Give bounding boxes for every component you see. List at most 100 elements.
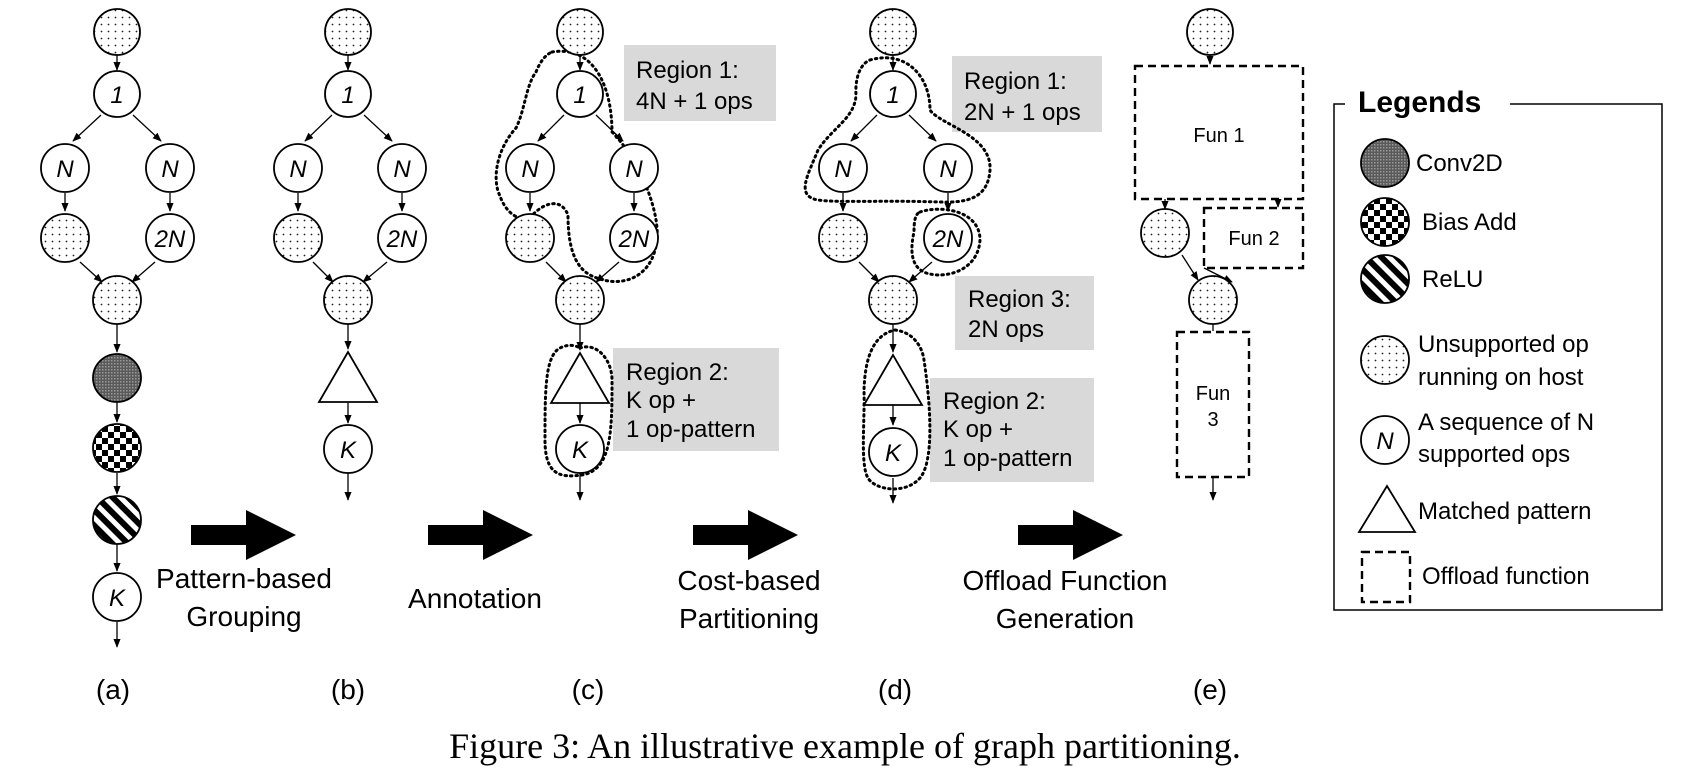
legend-sequence-line1: A sequence of N (1418, 409, 1594, 436)
node-label: 2N (386, 226, 418, 253)
step-label-annotation: Annotation (408, 583, 542, 614)
op-node-k (92, 572, 142, 622)
op-node-2n (377, 213, 427, 263)
region2-box (613, 348, 779, 451)
op-node-n (609, 143, 659, 193)
op-node-k (868, 427, 918, 477)
region1-ops: 2N + 1 ops (964, 99, 1081, 126)
step-arrow-partitioning (693, 510, 798, 560)
unsupported-op-node (505, 213, 555, 263)
node-label: N (56, 156, 74, 183)
step-labels: Pattern-based Grouping Annotation Cost-b… (156, 563, 1167, 634)
node-label: N (161, 156, 179, 183)
node-label: N (289, 156, 307, 183)
op-node-k (555, 424, 605, 474)
step-label-grouping-line2: Grouping (186, 601, 301, 632)
legend-unsupported-line2: running on host (1418, 364, 1584, 391)
bias-add-legend-icon (1360, 197, 1410, 247)
op-node-2n (609, 213, 659, 263)
region1-outline (803, 56, 992, 204)
region2-line2: 1 op-pattern (626, 416, 755, 443)
step-label-generation-line2: Generation (996, 603, 1135, 634)
legend-bias-add: Bias Add (1422, 209, 1517, 236)
fun3-label-line1: Fun (1196, 383, 1230, 405)
region2-line1: K op + (626, 387, 696, 414)
region1-title: Region 1: (636, 57, 739, 84)
legend-sequence-line2: supported ops (1418, 441, 1570, 468)
unsupported-op-node (1186, 8, 1234, 56)
offload-function-2 (1202, 206, 1305, 270)
panel-label-b: (b) (331, 674, 365, 705)
region1-box (624, 45, 776, 121)
bias-add-node (92, 423, 142, 473)
unsupported-op-node (1188, 275, 1238, 325)
panel-c-graph: Region 1: 4N + 1 ops Region 2: K op + 1 … (494, 8, 779, 501)
relu-node (92, 495, 142, 545)
node-label: 1 (573, 82, 586, 109)
legend-frame (1333, 103, 1663, 611)
legend-relu: ReLU (1422, 266, 1483, 293)
fun3-label-line2: 3 (1207, 409, 1218, 431)
region1-title: Region 1: (964, 68, 1067, 95)
node-label: 1 (341, 82, 354, 109)
fun2-label: Fun 2 (1228, 228, 1279, 250)
matched-pattern-triangle (862, 353, 924, 406)
unsupported-op-legend-icon (1360, 335, 1410, 385)
matched-pattern-legend-icon (1357, 484, 1417, 533)
legend-icon-label: N (1376, 428, 1394, 455)
legend-offload-function: Offload function (1422, 563, 1590, 590)
step-label-partitioning-line1: Cost-based (677, 565, 820, 596)
op-node-n (377, 143, 427, 193)
panel-a-graph: 1 N N 2N K (40, 8, 195, 648)
op-node-n (145, 143, 195, 193)
conv2d-legend-icon (1360, 138, 1410, 188)
fun1-label: Fun 1 (1193, 125, 1244, 147)
panel-label-c: (c) (572, 674, 605, 705)
panel-label-a: (a) (96, 674, 130, 705)
node-label: N (834, 156, 852, 183)
legend-conv2d: Conv2D (1416, 150, 1503, 177)
step-label-generation-line1: Offload Function (963, 565, 1168, 596)
region1-ops: 4N + 1 ops (636, 88, 753, 115)
node-label: 2N (932, 226, 964, 253)
panel-d-graph: Region 1: 2N + 1 ops Region 3: 2N ops Re… (803, 8, 1102, 504)
unsupported-op-node (818, 213, 868, 263)
node-label: N (521, 156, 539, 183)
region2-line1: K op + (943, 416, 1013, 443)
region2-box (930, 378, 1094, 482)
unsupported-op-node (273, 213, 323, 263)
op-node-n (818, 143, 868, 193)
unsupported-op-node (323, 275, 373, 325)
region2-title: Region 2: (626, 359, 729, 386)
legend-matched-pattern: Matched pattern (1418, 498, 1591, 525)
panel-e-graph: Fun 1 Fun 2 Fun 3 (1133, 8, 1305, 501)
step-arrows (191, 510, 1123, 560)
relu-legend-icon (1360, 254, 1410, 304)
unsupported-op-node (868, 275, 918, 325)
op-node-k (323, 424, 373, 474)
sequence-legend-icon (1360, 415, 1410, 465)
unsupported-op-node (93, 8, 141, 56)
region2-outline (861, 328, 932, 491)
node-label: 2N (154, 226, 186, 253)
unsupported-op-node (40, 213, 90, 263)
node-label: K (885, 440, 902, 467)
node-label: K (572, 437, 589, 464)
matched-pattern-triangle (549, 351, 611, 404)
node-label: 2N (618, 226, 650, 253)
step-arrow-grouping (191, 510, 296, 560)
region3-box (955, 276, 1094, 350)
unsupported-op-node (869, 8, 917, 56)
unsupported-op-node (1140, 208, 1190, 258)
op-node-n (923, 143, 973, 193)
op-node-1 (556, 70, 604, 118)
legend-unsupported-line1: Unsupported op (1418, 331, 1589, 358)
op-node-1 (324, 70, 372, 118)
panel-b-graph: 1 N N 2N K (273, 8, 427, 501)
unsupported-op-node (324, 8, 372, 56)
node-label: N (625, 156, 643, 183)
step-arrow-generation (1018, 510, 1123, 560)
legend: Legends Conv2D Bias Add ReLU Unsupported… (1333, 86, 1663, 611)
node-label: 1 (110, 82, 123, 109)
panel-label-d: (d) (878, 674, 912, 705)
